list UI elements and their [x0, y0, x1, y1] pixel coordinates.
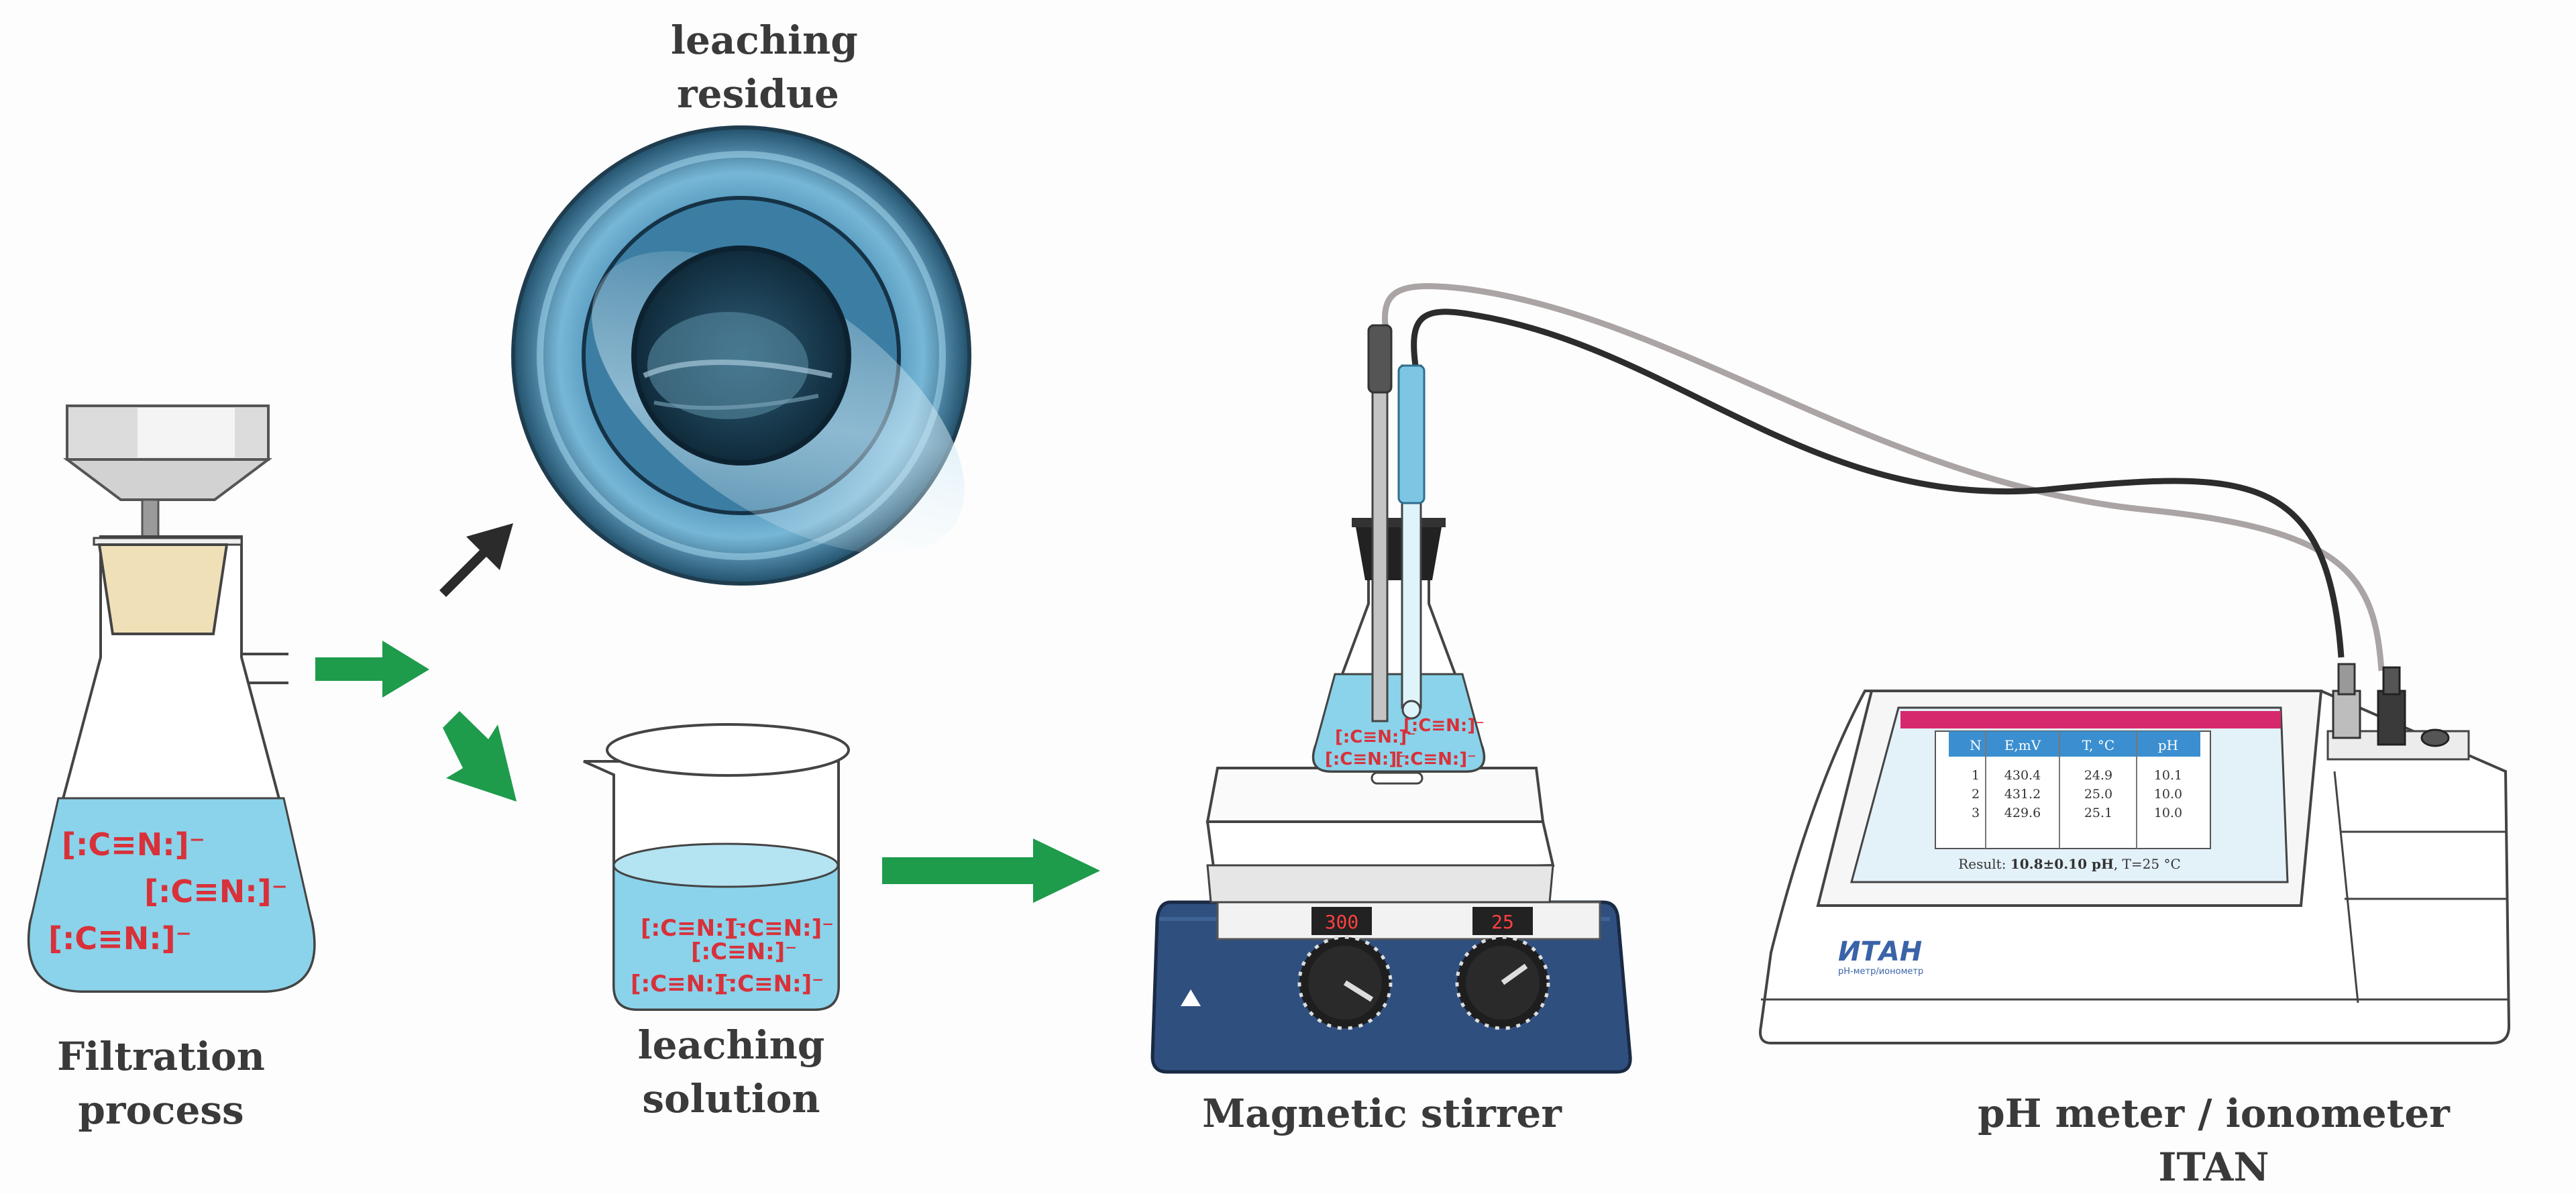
- meter-connectors: [2326, 663, 2470, 761]
- screen-header-bar: [1900, 711, 2281, 728]
- caption-line: solution: [642, 1076, 820, 1122]
- ion-label: [:C≡N:]⁻: [691, 938, 797, 965]
- funnel-stem: [141, 498, 160, 541]
- beaker-liquid: [612, 864, 840, 1011]
- leaching-solution-label: leaching solution: [631, 1018, 832, 1126]
- ion-label: [:C≡N:]⁻: [48, 920, 192, 957]
- leaching-residue-label: leaching residue: [671, 13, 858, 121]
- ion-label: [:C≡N:]⁻: [1335, 727, 1416, 747]
- diagram-canvas: [:C≡N:]⁻ [:C≡N:]⁻ [:C≡N:]⁻ [:C≡N:]⁻ [:C≡…: [27, 13, 2511, 1190]
- connector-temp: [2420, 728, 2450, 747]
- caption-line: residue: [677, 71, 839, 117]
- connector-ph: [2377, 690, 2406, 746]
- table-cell: 3: [1972, 806, 1980, 820]
- magnetic-stirrer: 300 25: [1150, 767, 1632, 1074]
- table-cell: 24.9: [2084, 768, 2112, 783]
- caption-line: leaching: [637, 1022, 825, 1068]
- ion-label: [:C≡N:]⁻: [144, 873, 288, 910]
- speed-value: 300: [1325, 911, 1359, 933]
- table-header: E,mV: [2004, 737, 2041, 753]
- table-cell: 430.4: [2004, 768, 2041, 783]
- table-row: 3 429.6 25.1 10.0: [1972, 806, 2182, 820]
- temp-value: 25: [1491, 911, 1514, 933]
- funnel-cone: [63, 458, 272, 501]
- filtration-flask: [:C≡N:]⁻ [:C≡N:]⁻ [:C≡N:]⁻: [27, 404, 316, 993]
- ph-meter-label: pH meter / ionometer ITAN: [1978, 1091, 2450, 1190]
- filter-paper: [97, 543, 229, 635]
- flask-stopper: [1355, 523, 1442, 580]
- erlenmeyer-flask: [:C≡N:]⁻ [:C≡N:]⁻ [:C≡N:]⁻ [:C≡N:]⁻: [1311, 324, 1486, 785]
- table-cell: 10.0: [2154, 787, 2182, 802]
- flow-arrows: [315, 523, 1100, 903]
- ph-meter-itan: N E,mV T, °C pH 1 430.4 24.9 10.1 2 431.…: [1759, 663, 2511, 1044]
- caption-line: process: [78, 1087, 244, 1133]
- ion-label: [:C≡N:]⁻: [641, 915, 747, 942]
- cable-black: [1411, 309, 2345, 658]
- ion-label: [:C≡N:]⁻: [728, 915, 834, 942]
- speed-display: [1311, 907, 1372, 935]
- ion-label: [:C≡N:]⁻: [1395, 749, 1477, 769]
- arrow-right-green-large: [882, 838, 1100, 903]
- table-cell: 25.1: [2084, 806, 2112, 820]
- cable-grey: [1381, 283, 2385, 671]
- ion-label: [:C≡N:]⁻: [718, 971, 824, 997]
- connector-ref: [2332, 690, 2361, 739]
- magnetic-stirrer-label: Magnetic stirrer: [1202, 1091, 1562, 1136]
- electrode-cables: [1381, 283, 2385, 671]
- table-header: N: [1970, 737, 1982, 753]
- power-icon[interactable]: [1181, 989, 1201, 1006]
- filtration-process-label: Filtration process: [40, 1030, 282, 1137]
- table-header: T, °C: [2082, 737, 2114, 753]
- meter-logo: ИТАН: [1838, 936, 1922, 967]
- stirrer-display-strip: [1216, 901, 1601, 940]
- result-prefix: Result:: [1958, 856, 2010, 872]
- arrow-right-green: [315, 641, 429, 698]
- meter-logo-subtitle: pH-метр/ионометр: [1838, 967, 1923, 977]
- table-cell: 431.2: [2004, 787, 2041, 802]
- table-cell: 10.0: [2154, 806, 2182, 820]
- temp-display: [1472, 907, 1533, 935]
- flask-liquid: [1312, 673, 1485, 773]
- ion-label: [:C≡N:]⁻: [62, 826, 205, 863]
- table-cell: 1: [1972, 768, 1980, 783]
- result-value: 10.8±0.10 pH: [2010, 856, 2114, 872]
- table-row: 2 431.2 25.0 10.0: [1972, 787, 2182, 802]
- stir-bar: [1371, 771, 1424, 785]
- arrow-down-green: [443, 711, 517, 802]
- beaker: [:C≡N:]⁻ [:C≡N:]⁻ [:C≡N:]⁻ [:C≡N:]⁻ [:C≡…: [583, 723, 850, 1011]
- table-cell: 429.6: [2004, 806, 2041, 820]
- table-cell: 25.0: [2084, 787, 2112, 802]
- caption-line: Filtration: [57, 1034, 265, 1079]
- arrow-up-black: [439, 523, 513, 597]
- result-suffix: , T=25 °C: [2114, 856, 2181, 872]
- ion-label: [:C≡N:]⁻: [1403, 716, 1485, 736]
- ion-label: [:C≡N:]⁻: [631, 971, 737, 997]
- diagram-svg: [:C≡N:]⁻ [:C≡N:]⁻ [:C≡N:]⁻ [:C≡N:]⁻ [:C≡…: [27, 125, 2511, 1074]
- flask-liquid: [28, 797, 316, 993]
- table-cell: 2: [1972, 787, 1980, 802]
- result-line: Result: 10.8±0.10 pH, T=25 °C: [1958, 856, 2181, 872]
- table-row: 1 430.4 24.9 10.1: [1972, 768, 2182, 783]
- table-header: pH: [2158, 737, 2178, 753]
- table-cell: 10.1: [2154, 768, 2182, 783]
- table-header-row: N E,mV T, °C pH: [1970, 737, 2178, 753]
- caption-line: leaching: [671, 17, 858, 63]
- ion-label: [:C≡N:]⁻: [1325, 749, 1406, 769]
- leaching-residue-dish: [511, 125, 971, 586]
